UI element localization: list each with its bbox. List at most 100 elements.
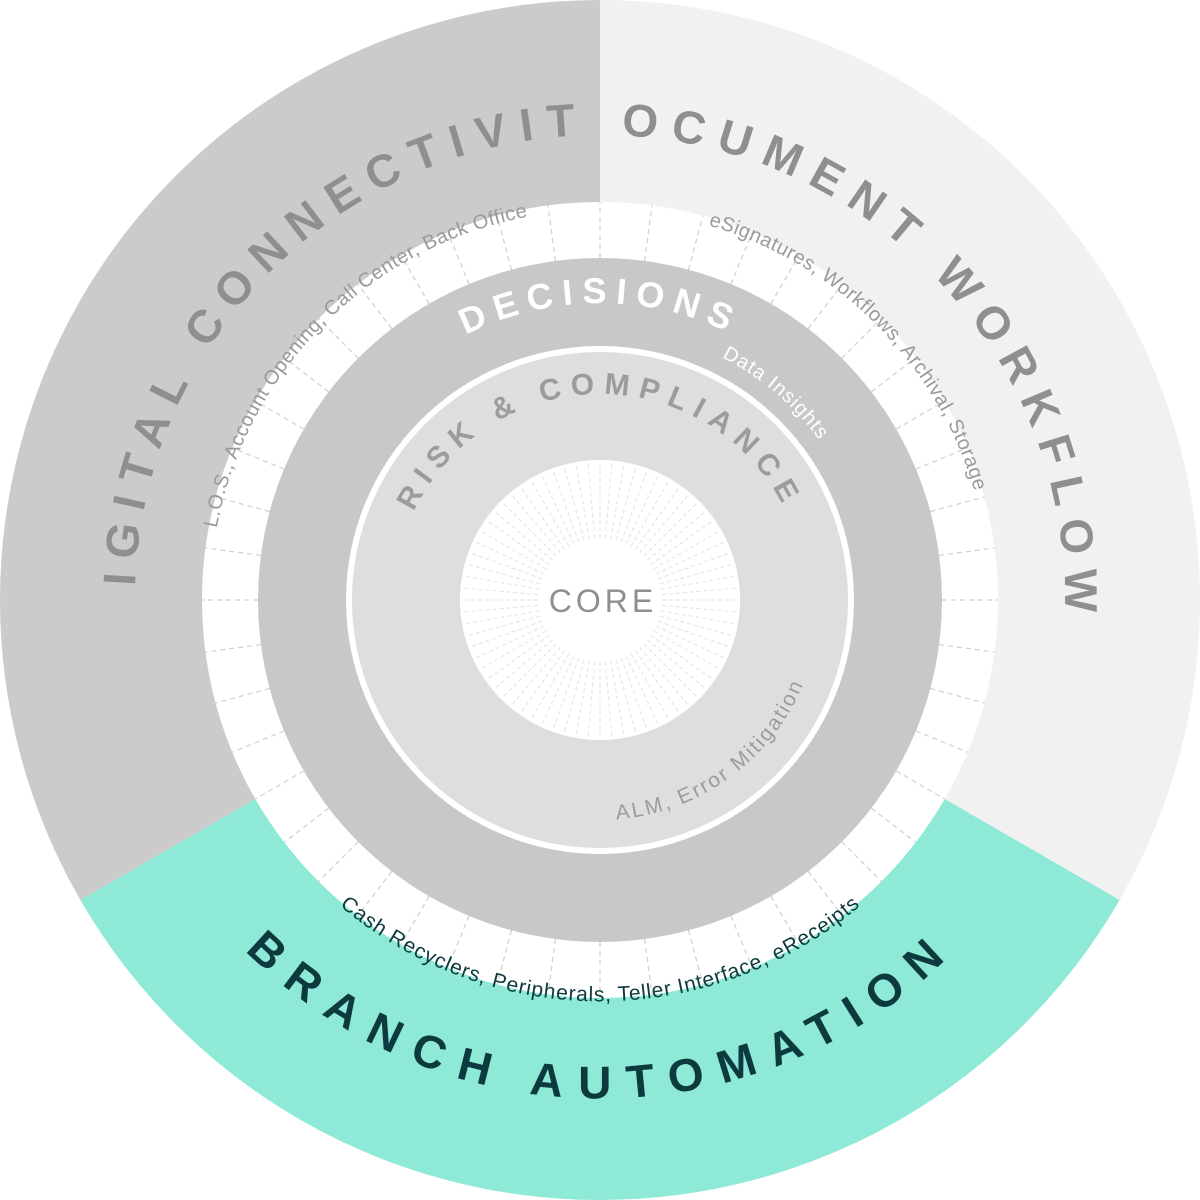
spoke-divider [496, 215, 513, 270]
core-ray [620, 472, 647, 542]
core-ray [495, 512, 553, 561]
spoke-divider [770, 255, 800, 305]
spoke-divider [205, 547, 262, 556]
spoke-divider [255, 770, 305, 800]
core-ray [610, 465, 625, 540]
core-ray [542, 476, 575, 545]
core-ray [658, 553, 728, 580]
spoke-divider [283, 807, 330, 843]
core-ray [472, 620, 542, 647]
spoke-divider [807, 283, 843, 330]
spoke-divider [915, 730, 968, 753]
core-ray [658, 620, 728, 647]
spoke-divider [807, 870, 843, 917]
core-ray [476, 542, 545, 575]
core-ray [495, 639, 553, 688]
spoke-divider [730, 232, 753, 285]
core-ray [647, 639, 705, 688]
core-ray [531, 653, 570, 719]
spoke-divider [687, 930, 704, 985]
spoke-divider [447, 232, 470, 285]
core-ray [465, 610, 540, 625]
core-ray [635, 650, 679, 712]
core-sunburst [464, 464, 736, 736]
core-ray [564, 659, 585, 732]
spoke-divider [841, 841, 882, 882]
core-ray [542, 655, 575, 724]
spoke-ring-dividers [202, 202, 998, 998]
core-ray [531, 481, 570, 547]
core-ray [620, 658, 647, 728]
spoke-divider [938, 644, 995, 653]
spoke-divider [255, 400, 305, 430]
spoke-divider [447, 915, 470, 968]
core-ray [587, 464, 596, 539]
spoke-divider [895, 770, 945, 800]
core-ray [625, 476, 658, 545]
core-ray [615, 468, 636, 541]
core-ray [610, 660, 625, 735]
spoke-divider [357, 283, 393, 330]
core-ray [650, 635, 712, 679]
core-ray [521, 488, 565, 550]
spoke-divider [283, 357, 330, 393]
core-ray [604, 661, 613, 736]
spoke-divider [687, 215, 704, 270]
core-ray [468, 615, 541, 636]
core-ray [650, 521, 712, 565]
core-ray [553, 472, 580, 542]
core-ray [604, 464, 613, 539]
spoke-divider [938, 547, 995, 556]
core-ray [635, 488, 679, 550]
spoke-divider [841, 318, 882, 359]
core-ray [639, 647, 688, 705]
spoke-divider [770, 895, 800, 945]
core-ray [647, 512, 705, 561]
core-ray [464, 604, 539, 613]
spoke-divider [870, 807, 917, 843]
spoke-divider [496, 930, 513, 985]
spoke-divider [215, 687, 270, 704]
core-ray [476, 625, 545, 658]
core-ray [653, 630, 719, 669]
core-ray [630, 653, 669, 719]
core-ray [481, 630, 547, 669]
core-ray [503, 503, 557, 557]
core-ray [512, 495, 561, 553]
spoke-divider [644, 205, 653, 262]
spoke-divider [318, 841, 359, 882]
spoke-divider [232, 447, 285, 470]
core-ray [575, 660, 590, 735]
core-ray [661, 604, 736, 613]
spoke-divider [930, 687, 985, 704]
spoke-divider [547, 205, 556, 262]
spoke-divider [232, 730, 285, 753]
core-ray [660, 610, 735, 625]
core-ray [659, 615, 732, 636]
core-ray [643, 643, 697, 697]
spoke-divider [915, 447, 968, 470]
core-ray [615, 659, 636, 732]
core-ray [655, 542, 724, 575]
spoke-divider [205, 644, 262, 653]
core-ray [472, 553, 542, 580]
core-ray [488, 635, 550, 679]
core-ray [464, 587, 539, 596]
spoke-divider [357, 870, 393, 917]
core-ray [465, 575, 540, 590]
core-label-backdrop [540, 540, 660, 660]
core-ray [661, 587, 736, 596]
core-ray [488, 521, 550, 565]
spoke-divider [930, 496, 985, 513]
core-ray [659, 564, 732, 585]
spoke-divider [318, 318, 359, 359]
core-label: CORE [549, 583, 657, 619]
spoke-divider [870, 357, 917, 393]
core-ray [660, 575, 735, 590]
core-ray [481, 531, 547, 570]
core-ray [564, 468, 585, 541]
core-ray [643, 503, 697, 557]
core-ray [653, 531, 719, 570]
core-ray [503, 643, 557, 697]
spoke-divider [215, 496, 270, 513]
